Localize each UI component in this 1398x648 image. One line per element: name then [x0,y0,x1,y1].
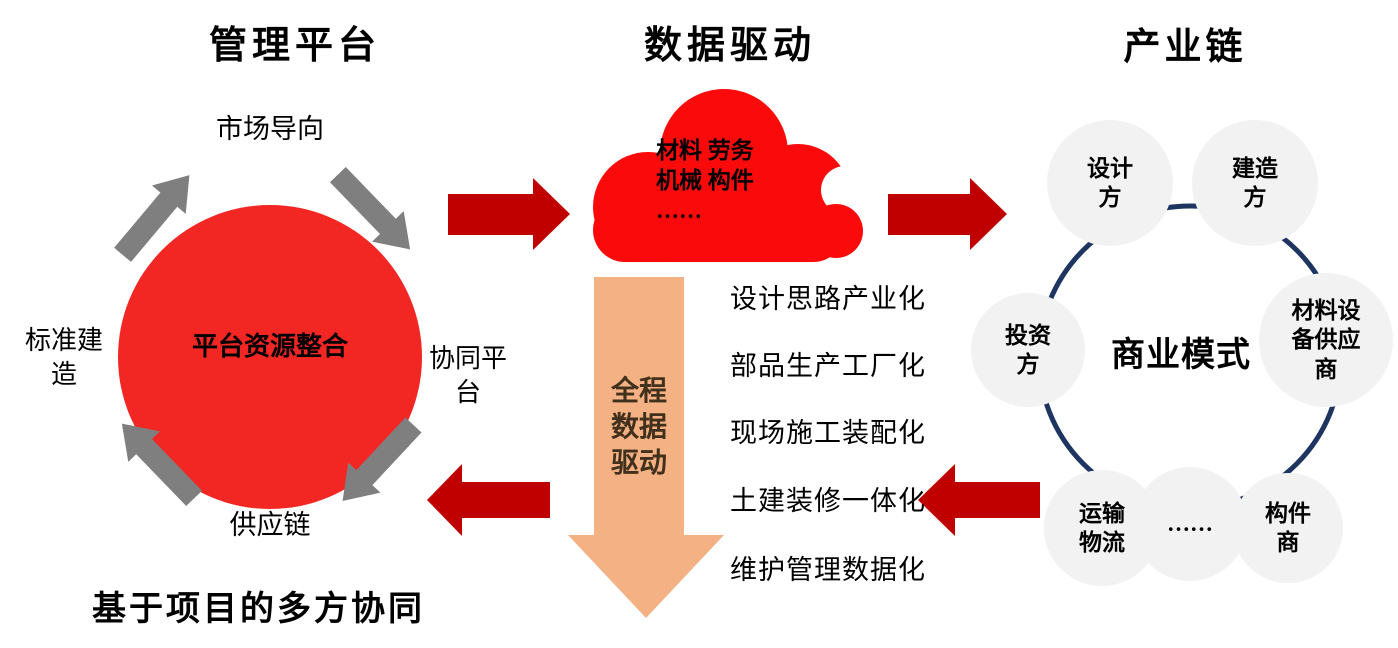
node-designer-label: 设计方 [1087,155,1133,210]
node-component-supplier: 构件商 [1233,473,1343,583]
supply-chain-label: 供应链 [229,510,311,540]
cloud-line-2: 机械 构件 [656,168,754,193]
node-transport-logistics-label: 运输物流 [1079,500,1125,555]
collaboration-platform-label: 协同平台 [428,344,507,408]
node-builder-label: 建造方 [1232,155,1278,210]
cloud-resources-text: 材料 劳务 机械 构件 …… [656,136,806,226]
node-investor-label: 投资方 [1005,322,1051,377]
full-process-down-arrow-icon [568,277,724,618]
full-process-data-label: 全程数据驱动 [610,376,667,479]
cycle-arrow-ne-icon [114,175,190,262]
node-builder: 建造方 [1192,120,1318,246]
cloud-line-1: 材料 劳务 [656,138,754,163]
cycle-arrow-nw-icon [121,423,203,507]
list-item-industrialized-design: 设计思路产业化 [730,284,926,314]
cloud-line-3: …… [656,198,702,223]
list-item-digital-maintenance: 维护管理数据化 [730,555,926,585]
list-item-assembled-construction: 现场施工装配化 [730,418,926,448]
management-platform-title: 管理平台 [208,25,381,67]
node-ellipsis: …… [1133,467,1247,581]
project-collaboration-caption: 基于项目的多方协同 [92,591,425,628]
cycle-arrow-sw-icon [342,417,422,502]
list-item-integrated-decoration: 土建装修一体化 [730,486,926,516]
node-ellipsis-label: …… [1167,511,1213,537]
business-model-label: 商业模式 [1111,337,1251,374]
cycle-arrow-se-icon [329,166,411,250]
arrow-platform-to-cloud-icon [448,178,570,250]
node-designer: 设计方 [1047,120,1173,246]
industry-chain-title: 产业链 [1123,27,1247,68]
data-cloud-icon [593,89,869,262]
arrow-items-to-platform-icon [427,464,550,536]
node-material-supplier-label: 材料设备供应商 [1291,297,1361,382]
arrow-cloud-to-industry-icon [888,178,1007,250]
data-driven-title: 数据驱动 [643,25,816,67]
node-component-supplier-label: 构件商 [1265,500,1311,555]
list-item-factory-production: 部品生产工厂化 [730,351,926,381]
platform-circle-label: 平台资源整合 [191,332,348,361]
market-orientation-label: 市场导向 [216,114,324,144]
standard-construction-label: 标准建造 [24,326,103,390]
arrow-industry-to-items-icon [918,464,1040,536]
platform-circle [118,205,422,509]
node-investor: 投资方 [971,293,1085,407]
node-material-supplier: 材料设备供应商 [1259,273,1393,407]
